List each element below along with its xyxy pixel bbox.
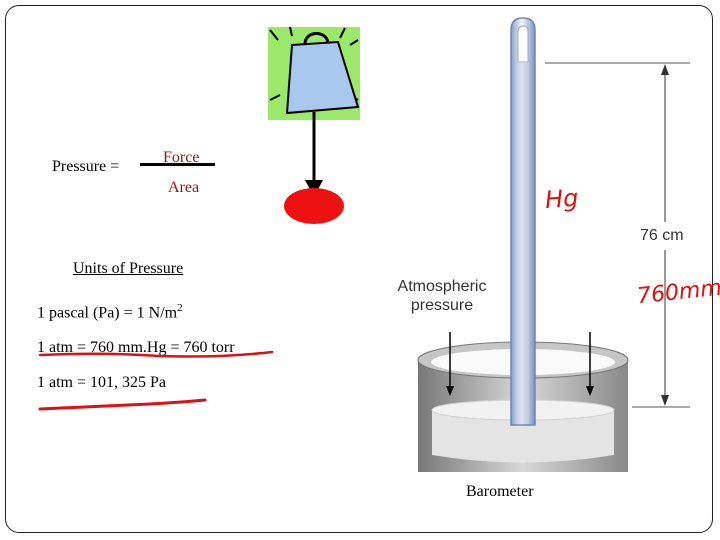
fraction-bar — [140, 163, 215, 166]
pascal-text: 1 pascal (Pa) = 1 N/m — [37, 304, 178, 322]
atm-torr-definition: 1 atm = 760 mm.Hg = 760 torr — [37, 339, 235, 356]
pascal-exponent: 2 — [177, 302, 183, 314]
atm-pa-definition: 1 atm = 101, 325 Pa — [37, 374, 167, 391]
units-heading: Units of Pressure — [73, 260, 184, 277]
mercury-column — [517, 62, 529, 424]
pascal-definition: 1 pascal (Pa) = 1 N/m2 — [37, 303, 183, 321]
target-area — [284, 188, 344, 224]
atmospheric-line2: pressure — [410, 297, 474, 315]
ink-underline-torr — [38, 350, 274, 358]
ink-underline-pa — [38, 398, 207, 411]
dimension-arrow-up — [661, 64, 669, 75]
weight-icon — [285, 40, 360, 115]
pressure-arrow-left-head — [446, 386, 454, 396]
weight-handle — [303, 32, 330, 45]
force-label: Force — [163, 149, 200, 166]
tube-vacuum — [517, 25, 529, 63]
atmospheric-pressure-label: Atmospheric pressure — [390, 277, 494, 315]
atmospheric-line1: Atmospheric — [397, 278, 487, 295]
height-label: 76 cm — [640, 227, 684, 244]
dish-mercury — [432, 410, 614, 463]
barometer-caption: Barometer — [466, 483, 534, 500]
area-label: Area — [168, 179, 200, 196]
pressure-arrow-right-head — [586, 386, 594, 396]
dimension-arrow-down — [661, 395, 669, 406]
slide-frame — [5, 5, 713, 533]
handwritten-hg: Hg — [544, 183, 580, 215]
weight-rays — [269, 26, 359, 101]
pressure-label: Pressure = — [52, 158, 120, 175]
